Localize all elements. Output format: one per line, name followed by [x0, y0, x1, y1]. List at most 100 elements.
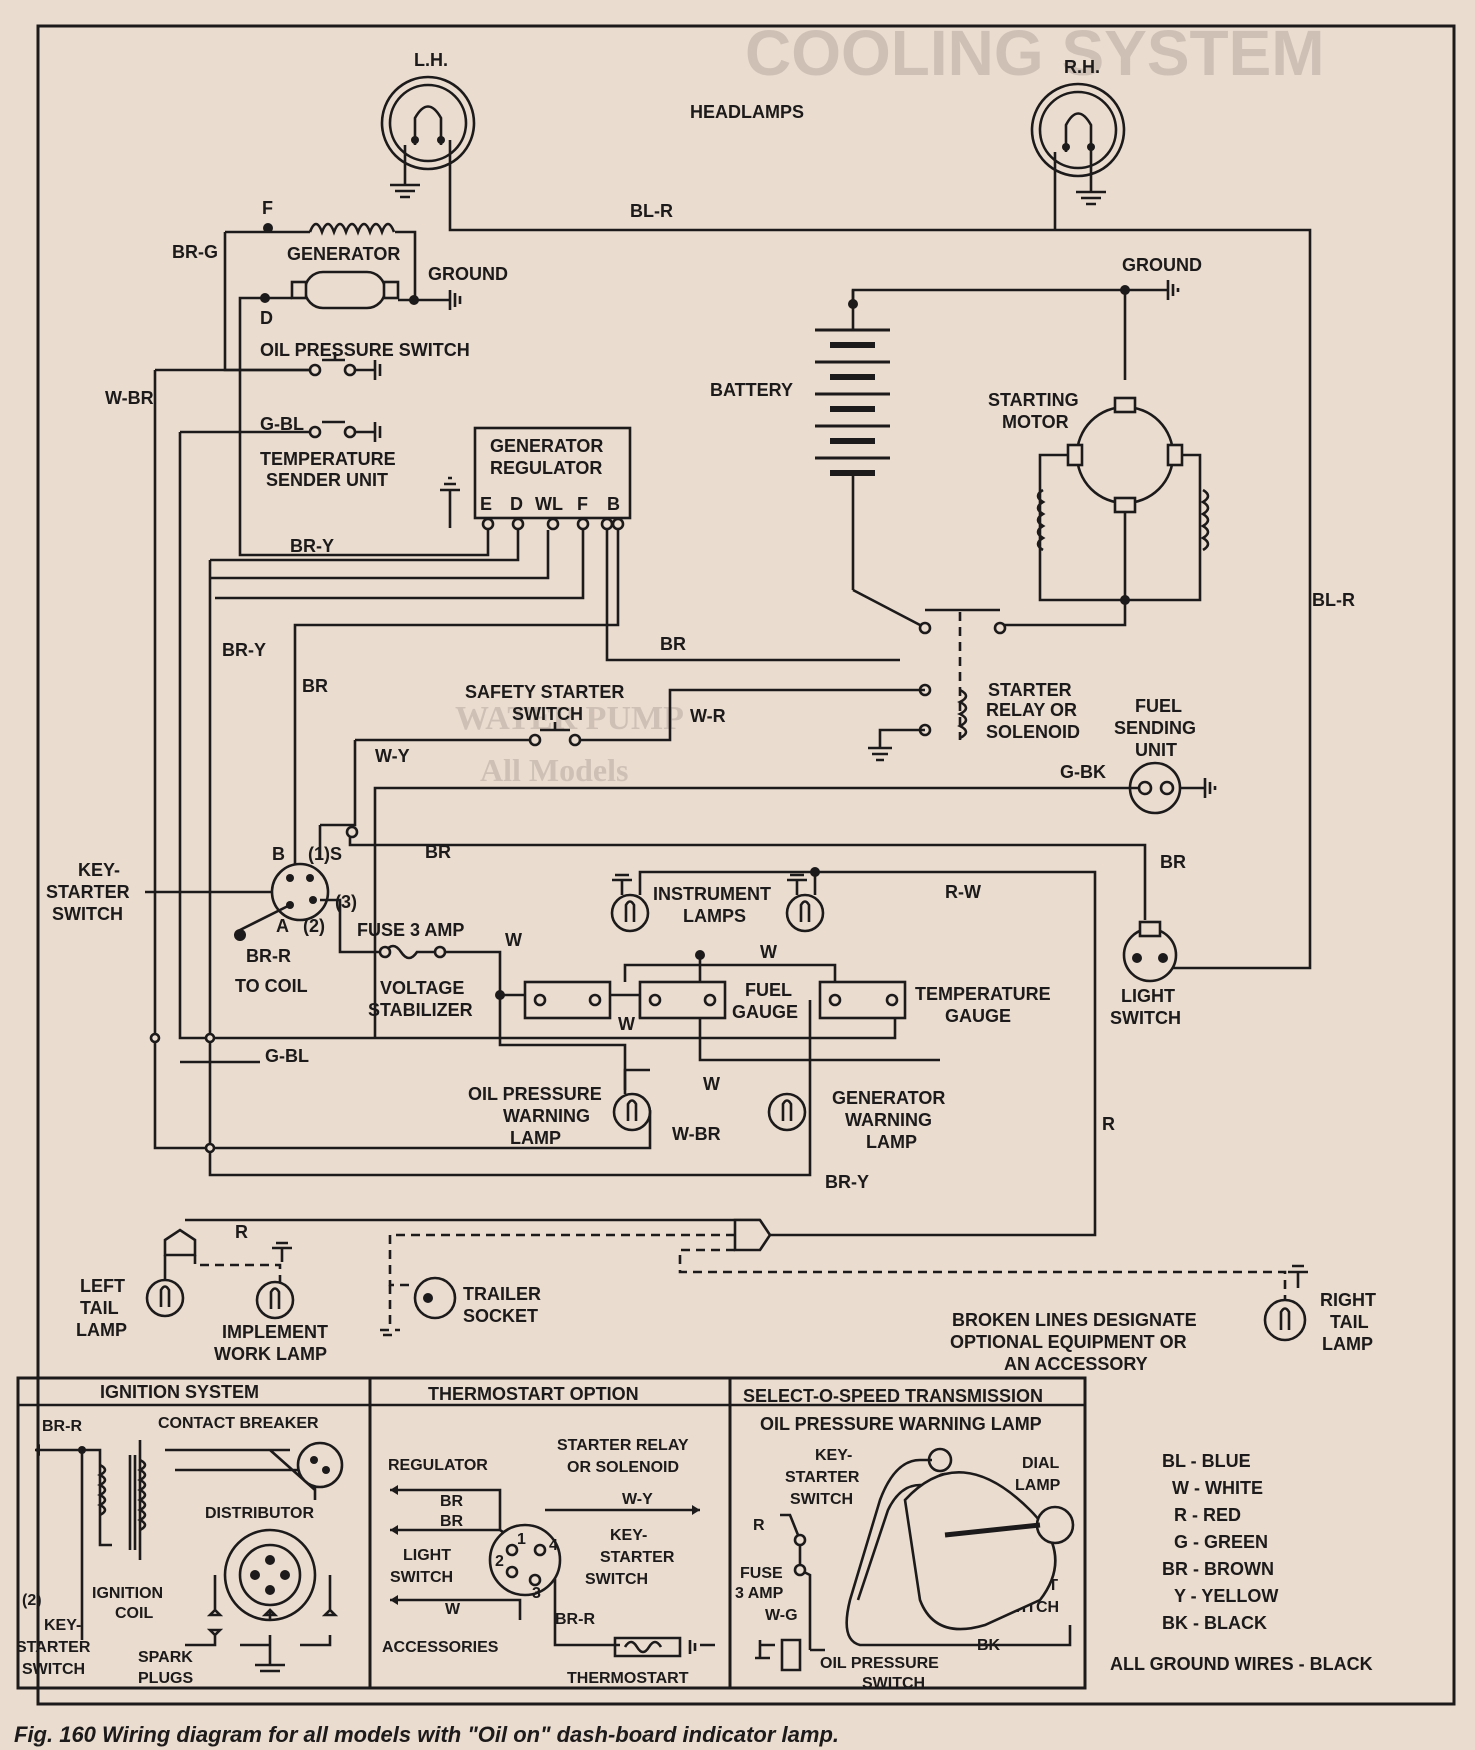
contact-breaker-label: CONTACT BREAKER	[158, 1415, 319, 1432]
light-switch-label-1: LIGHT	[1121, 986, 1175, 1006]
sos-key-label-2: STARTER	[785, 1469, 860, 1486]
voltage-stabilizer-label-1: VOLTAGE	[380, 978, 464, 998]
safety-switch-label-1: SAFETY STARTER	[465, 682, 624, 702]
contact-breaker	[296, 1441, 344, 1489]
sos-panel-subtitle: OIL PRESSURE WARNING LAMP	[760, 1414, 1042, 1434]
key-switch-label-1: KEY-	[78, 860, 120, 880]
gen-warning-label-3: LAMP	[866, 1132, 917, 1152]
left-headlamp	[380, 75, 476, 199]
starter-relay-label-2: RELAY OR	[986, 700, 1077, 720]
wire-w-y	[320, 740, 357, 827]
key-terminal-3: (3)	[335, 892, 357, 912]
right-tail-lamp	[1263, 1264, 1308, 1342]
thermostart-key-label-2: STARTER	[600, 1549, 675, 1566]
spark-plug-wires	[206, 1575, 339, 1620]
sos-wiring	[780, 1458, 1072, 1652]
wire-bl-r	[448, 140, 1312, 970]
trailer-socket-label-2: SOCKET	[463, 1306, 538, 1326]
background-heading: COOLING SYSTEM	[745, 17, 1325, 89]
temperature-sender-label-1: TEMPERATURE	[260, 449, 396, 469]
thermostart-relay-label-1: STARTER RELAY	[557, 1437, 689, 1454]
spark-plugs	[185, 1628, 332, 1673]
thermostart-accessories: ACCESSORIES	[382, 1639, 499, 1656]
thermostart-relay-label-2: OR SOLENOID	[567, 1459, 679, 1476]
ignition-coil-label-2: COIL	[115, 1605, 153, 1622]
wire-f	[215, 530, 585, 600]
trailer-connector	[733, 1218, 772, 1252]
sos-oil-switch-1: OIL PRESSURE	[820, 1655, 939, 1672]
wire-label-br-1: BR	[660, 634, 686, 654]
left-headlamp-label: L.H.	[414, 50, 448, 70]
battery-ground-label: GROUND	[1122, 255, 1202, 275]
temp-gauge-label-2: GAUGE	[945, 1006, 1011, 1026]
voltage-stabilizer-label-2: STABILIZER	[368, 1000, 473, 1020]
wire-label-g-bk: G-BK	[1060, 762, 1106, 782]
fuel-sending-unit	[1128, 761, 1217, 815]
wire-label-r-w: R-W	[945, 882, 981, 902]
legend-br: BR - BROWN	[1162, 1559, 1274, 1579]
wire-w-br	[153, 370, 652, 1150]
wire-br-main	[293, 825, 1147, 920]
left-tail-label-3: LAMP	[76, 1320, 127, 1340]
oil-pressure-warning-lamp	[612, 1068, 652, 1132]
thermostart-key-switch	[488, 1523, 562, 1597]
sos-dial-lamp-1: DIAL	[1022, 1455, 1060, 1472]
wire-label-g-bl-top: G-BL	[260, 414, 304, 434]
legend-w: W - WHITE	[1172, 1478, 1263, 1498]
wire-label-bl-r-top: BL-R	[630, 201, 673, 221]
gen-warning-label-2: WARNING	[845, 1110, 932, 1130]
legend-ground-note: ALL GROUND WIRES - BLACK	[1110, 1654, 1373, 1674]
oil-warning-label-3: LAMP	[510, 1128, 561, 1148]
wire-label-br-y-left: BR-Y	[222, 640, 266, 660]
key-terminal-s: (1)S	[308, 844, 342, 864]
wire-label-br-y-top: BR-Y	[290, 536, 334, 556]
generator-warning-lamp	[767, 1092, 807, 1132]
wire-label-br-3: BR	[425, 842, 451, 862]
trailer-socket-label-1: TRAILER	[463, 1284, 541, 1304]
generator-ground	[415, 290, 462, 310]
fuel-sending-label-1: FUEL	[1135, 696, 1182, 716]
wire-label-w-stab: W	[618, 1014, 635, 1034]
left-tail-lamp	[145, 1255, 185, 1318]
wire-label-w-br-oil: W-BR	[672, 1124, 721, 1144]
sos-oil-pressure-switch	[755, 1638, 802, 1672]
wire-br-y-left	[208, 560, 812, 1177]
right-tail-label-3: LAMP	[1322, 1334, 1373, 1354]
starting-motor-label-2: MOTOR	[1002, 412, 1069, 432]
fuel-sending-label-2: SENDING	[1114, 718, 1196, 738]
broken-lines-note-2: OPTIONAL EQUIPMENT OR	[950, 1332, 1187, 1352]
wire-label-br-4: BR	[1160, 852, 1186, 872]
wire-label-br-r: BR-R	[246, 946, 291, 966]
wire-label-w-br: W-BR	[105, 388, 154, 408]
instrument-lamp-right	[785, 873, 825, 933]
regulator-terminals	[481, 517, 625, 531]
sos-r: R	[753, 1517, 765, 1534]
wire-label-w-y: W-Y	[375, 746, 410, 766]
generator-label: GENERATOR	[287, 244, 400, 264]
thermostart-br-1: BR	[440, 1493, 464, 1510]
regulator-terminal-wl: WL	[535, 494, 563, 514]
sos-key-label-1: KEY-	[815, 1447, 852, 1464]
legend-y: Y - YELLOW	[1174, 1586, 1278, 1606]
thermostart-key-label-1: KEY-	[610, 1527, 647, 1544]
sos-dial	[903, 1471, 1057, 1631]
generator	[290, 222, 400, 310]
fuel-gauge-label-2: GAUGE	[732, 1002, 798, 1022]
sos-fuse-2: 3 AMP	[735, 1585, 784, 1602]
regulator-terminal-e: E	[480, 494, 492, 514]
starter-relay-label-1: STARTER	[988, 680, 1072, 700]
thermostart-element	[613, 1636, 697, 1658]
wire-r-w	[638, 870, 1097, 935]
fuel-gauge-label-1: FUEL	[745, 980, 792, 1000]
starting-motor-label-1: STARTING	[988, 390, 1079, 410]
safety-switch-label-2: SWITCH	[512, 704, 583, 724]
key-starter-switch	[145, 862, 330, 922]
ignition-key-label-2: KEY-	[44, 1617, 81, 1634]
gen-warning-label-1: GENERATOR	[832, 1088, 945, 1108]
right-tail-label-1: RIGHT	[1320, 1290, 1376, 1310]
right-headlamp	[1030, 82, 1126, 206]
key-terminal-2: (2)	[303, 916, 325, 936]
sos-fuse-1: FUSE	[740, 1565, 783, 1582]
regulator-terminal-b: B	[607, 494, 620, 514]
